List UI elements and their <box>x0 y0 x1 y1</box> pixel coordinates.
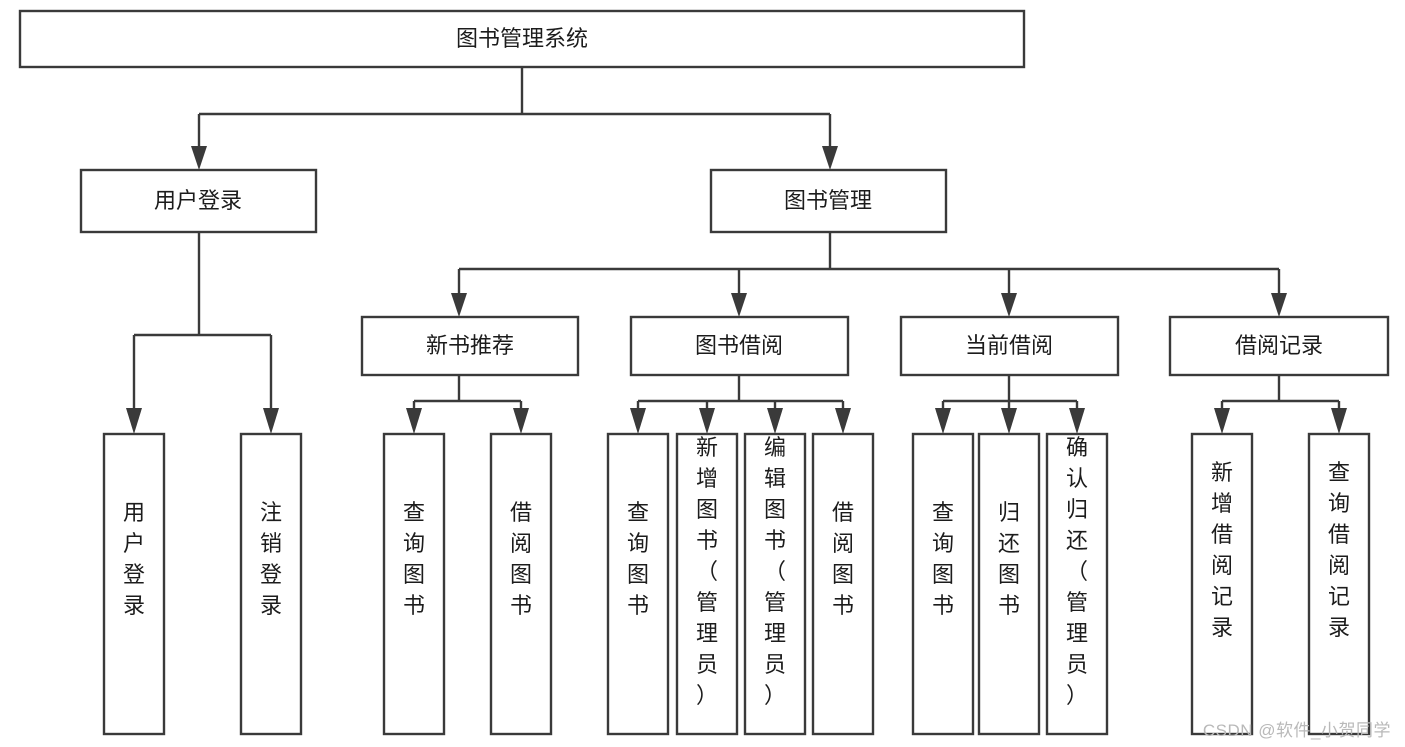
node-root[interactable]: 图书管理系统 <box>18 9 1026 69</box>
leaf-book-borrow-1[interactable]: 新增图书（管理员） <box>675 432 739 736</box>
leaf-book-borrow-2[interactable]: 编辑图书（管理员） <box>743 432 807 736</box>
arrowhead-leaf-new-1 <box>513 408 529 434</box>
arrowhead-leaf-new-0 <box>406 408 422 434</box>
leaf-book-borrow-0[interactable]: 查询图书 <box>606 432 670 736</box>
leaf-current-borrow-1[interactable]: 归还图书 <box>977 432 1041 736</box>
leaf-user-login-0-box[interactable] <box>102 432 166 736</box>
connectors-group <box>126 67 1347 434</box>
leaf-borrow-record-0-box[interactable] <box>1190 432 1254 736</box>
leaf-borrow-record-0[interactable]: 新增借阅记录 <box>1190 432 1254 736</box>
node-borrow-record-box[interactable] <box>1168 315 1390 377</box>
node-user-login-box[interactable] <box>79 168 318 234</box>
node-new-book-recommend-box[interactable] <box>360 315 580 377</box>
node-root-box[interactable] <box>18 9 1026 69</box>
arrowhead-leaf-record-0 <box>1214 408 1230 434</box>
leaf-book-borrow-3[interactable]: 借阅图书 <box>811 432 875 736</box>
leaf-new-book-0-label: 查询图书 <box>403 500 425 618</box>
node-current-borrow-box[interactable] <box>899 315 1120 377</box>
leaf-current-borrow-2-box[interactable] <box>1045 432 1109 736</box>
leaf-user-login-0[interactable]: 用户登录 <box>102 432 166 736</box>
csdn-watermark: CSDN @软件_小贺同学 <box>1202 721 1391 740</box>
leaf-new-book-0-box[interactable] <box>382 432 446 736</box>
leaf-borrow-record-1-label: 查询借阅记录 <box>1328 460 1350 640</box>
leaf-current-borrow-0[interactable]: 查询图书 <box>911 432 975 736</box>
leaf-user-login-1[interactable]: 注销登录 <box>239 432 303 736</box>
arrowhead-leaf-user-login-0 <box>126 408 142 434</box>
node-book-manage[interactable]: 图书管理 <box>709 168 948 234</box>
leaf-current-borrow-0-label: 查询图书 <box>932 500 954 618</box>
leaf-new-book-1-box[interactable] <box>489 432 553 736</box>
arrowhead-leaf-borrow-3 <box>835 408 851 434</box>
leaf-book-borrow-0-box[interactable] <box>606 432 670 736</box>
node-borrow-record-label: 借阅记录 <box>1235 333 1323 358</box>
leaf-user-login-1-label: 注销登录 <box>260 500 282 618</box>
node-user-login-label: 用户登录 <box>154 188 242 213</box>
node-borrow-record[interactable]: 借阅记录 <box>1168 315 1390 377</box>
arrowhead-book-manage <box>822 146 838 170</box>
arrowhead-leaf-borrow-0 <box>630 408 646 434</box>
arrowhead-borrow-record <box>1271 293 1287 317</box>
node-root-label: 图书管理系统 <box>456 26 588 51</box>
arrowhead-leaf-current-1 <box>1001 408 1017 434</box>
node-book-manage-label: 图书管理 <box>784 188 872 213</box>
leaf-borrow-record-1-box[interactable] <box>1307 432 1371 736</box>
leaf-book-borrow-2-label: 编辑图书（管理员） <box>764 435 786 708</box>
node-book-manage-box[interactable] <box>709 168 948 234</box>
arrowhead-current-borrow <box>1001 293 1017 317</box>
leaf-book-borrow-0-label: 查询图书 <box>627 500 649 618</box>
arrowhead-leaf-record-1 <box>1331 408 1347 434</box>
node-user-login[interactable]: 用户登录 <box>79 168 318 234</box>
leaf-current-borrow-2[interactable]: 确认归还（管理员） <box>1045 432 1109 736</box>
leaf-borrow-record-0-label: 新增借阅记录 <box>1211 460 1233 640</box>
leaf-borrow-record-1[interactable]: 查询借阅记录 <box>1307 432 1371 736</box>
leaf-new-book-1[interactable]: 借阅图书 <box>489 432 553 736</box>
leaf-user-login-1-box[interactable] <box>239 432 303 736</box>
leaf-book-borrow-1-label: 新增图书（管理员） <box>696 435 718 708</box>
node-book-borrow[interactable]: 图书借阅 <box>629 315 850 377</box>
leaf-book-borrow-2-box[interactable] <box>743 432 807 736</box>
arrowhead-leaf-user-login-1 <box>263 408 279 434</box>
leaf-book-borrow-3-label: 借阅图书 <box>832 500 854 618</box>
leaf-new-book-0[interactable]: 查询图书 <box>382 432 446 736</box>
arrowhead-new-book <box>451 293 467 317</box>
node-book-borrow-box[interactable] <box>629 315 850 377</box>
arrowhead-leaf-current-0 <box>935 408 951 434</box>
node-book-borrow-label: 图书借阅 <box>695 333 783 358</box>
leaf-new-book-1-label: 借阅图书 <box>510 500 532 618</box>
leaf-user-login-0-label: 用户登录 <box>123 500 145 618</box>
leaf-current-borrow-2-label: 确认归还（管理员） <box>1066 435 1088 708</box>
leaf-book-borrow-3-box[interactable] <box>811 432 875 736</box>
arrowhead-leaf-borrow-1 <box>699 408 715 434</box>
leaf-current-borrow-1-box[interactable] <box>977 432 1041 736</box>
node-new-book-recommend[interactable]: 新书推荐 <box>360 315 580 377</box>
arrowhead-leaf-current-2 <box>1069 408 1085 434</box>
node-current-borrow-label: 当前借阅 <box>965 333 1053 358</box>
arrowhead-book-borrow <box>731 293 747 317</box>
node-new-book-recommend-label: 新书推荐 <box>426 333 514 358</box>
arrowhead-user-login <box>191 146 207 170</box>
leaf-current-borrow-0-box[interactable] <box>911 432 975 736</box>
leaf-current-borrow-1-label: 归还图书 <box>998 500 1020 618</box>
leaf-book-borrow-1-box[interactable] <box>675 432 739 736</box>
node-current-borrow[interactable]: 当前借阅 <box>899 315 1120 377</box>
arrowhead-leaf-borrow-2 <box>767 408 783 434</box>
